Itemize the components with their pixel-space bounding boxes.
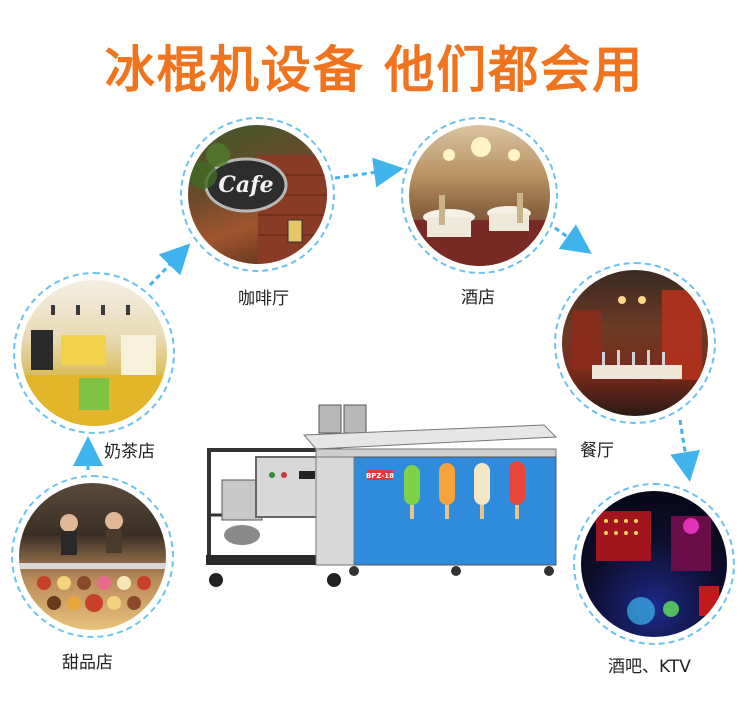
restaurant-photo-circle — [554, 262, 716, 424]
hotel-photo — [409, 125, 550, 266]
arrow-restaurant-to-bar — [670, 419, 700, 482]
arrow-hotel-to-restaurant — [554, 224, 592, 254]
dessert-shop-photo-circle — [11, 475, 174, 638]
arrow-tea-to-cafe — [148, 243, 191, 287]
restaurant-photo — [562, 270, 708, 416]
dessert-shop-label: 甜品店 — [62, 653, 113, 673]
cafe-label: 咖啡厅 — [238, 289, 289, 309]
bar-label: 酒吧、KTV — [608, 657, 691, 677]
page-title: 冰棍机设备 他们都会用 — [104, 41, 645, 99]
bar-photo — [581, 491, 727, 637]
cafe-photo-circle: Cafe — [180, 117, 335, 272]
restaurant-label: 餐厅 — [580, 441, 614, 461]
cafe-sign: Cafe — [218, 172, 274, 198]
hotel-photo-circle — [401, 117, 558, 274]
bar-photo-circle — [573, 483, 735, 645]
arrow-cafe-to-hotel — [334, 157, 404, 188]
tea-shop-photo — [21, 280, 167, 426]
tea-shop-photo-circle — [13, 272, 175, 434]
tea-shop-label: 奶茶店 — [104, 442, 155, 462]
popsicle-machine-illustration: BPZ-18 — [206, 404, 558, 587]
cafe-photo: Cafe — [188, 125, 327, 264]
hotel-label: 酒店 — [461, 288, 495, 308]
dessert-shop-photo — [19, 483, 166, 630]
machine-model-plate: BPZ-18 — [366, 472, 394, 480]
